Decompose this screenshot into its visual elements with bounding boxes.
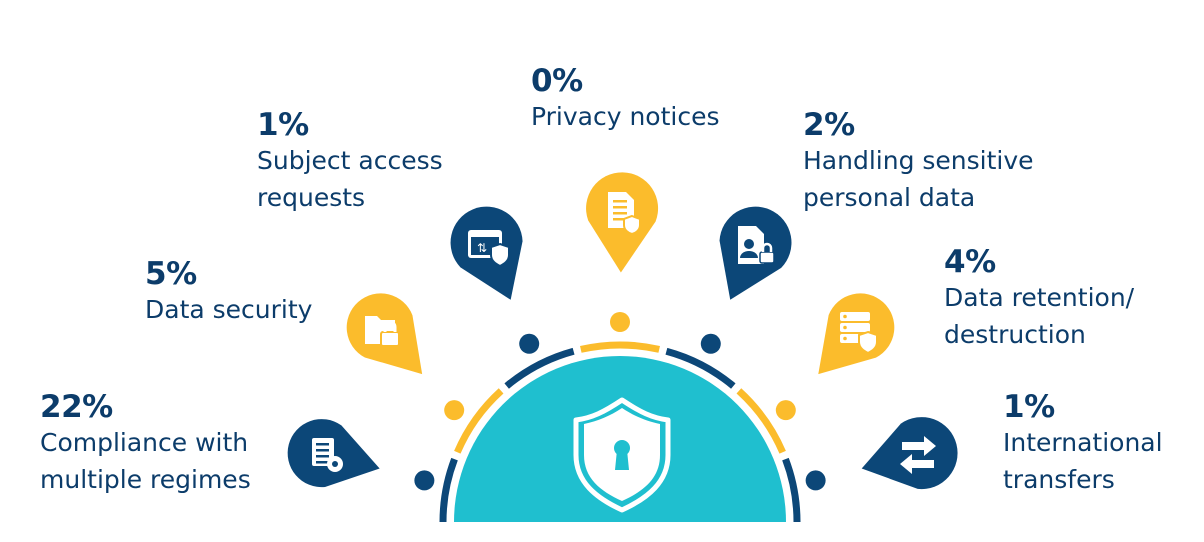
pin-subject-access: ⇅ xyxy=(450,206,523,300)
arc-segment-retention xyxy=(736,388,786,454)
pin-sensitive-data xyxy=(719,206,792,300)
pin-privacy-notices xyxy=(586,172,659,273)
shield-outline xyxy=(573,397,671,513)
text-sensitive-data: Handling sensitive personal data xyxy=(803,146,1034,212)
text-privacy-notices: Privacy notices xyxy=(531,102,720,131)
arc-segment-compliance xyxy=(439,457,458,523)
connector-dot-transfers xyxy=(805,470,826,491)
connector-dot-data-security xyxy=(444,400,465,421)
percent-sensitive-data: 2% xyxy=(803,107,855,143)
arc-segment-subject-access xyxy=(504,347,575,389)
percent-subject-access: 1% xyxy=(257,107,309,143)
pin-shape xyxy=(861,417,958,490)
server-shield-icon xyxy=(840,312,878,355)
label-privacy-notices: 0% Privacy notices xyxy=(531,64,720,135)
arc-segment-data-security xyxy=(454,388,504,454)
text-data-security: Data security xyxy=(145,295,313,324)
percent-retention: 4% xyxy=(944,244,996,280)
connector-dot-subject-access xyxy=(519,333,540,354)
percent-data-security: 5% xyxy=(145,256,197,292)
exchange-arrows-icon xyxy=(900,436,936,474)
arc-segment-sensitive-data xyxy=(665,347,736,389)
pin-transfers xyxy=(861,417,958,490)
browser-transfer-shield-icon: ⇅ xyxy=(468,230,510,268)
text-subject-access: Subject access requests xyxy=(257,146,443,212)
arc-segment-transfers xyxy=(782,457,801,523)
outer-arc xyxy=(439,341,801,523)
shield-keyhole-icon xyxy=(573,397,671,513)
text-transfers: International transfers xyxy=(1003,428,1163,494)
keyhole-stem xyxy=(615,450,629,470)
text-retention: Data retention/ destruction xyxy=(944,283,1135,349)
pin-data-security xyxy=(346,293,423,375)
pin-compliance xyxy=(287,419,380,488)
label-data-security: 5% Data security xyxy=(145,257,312,328)
connector-dot-retention xyxy=(775,400,796,421)
arc-segment-privacy-notices xyxy=(580,341,660,353)
connector-dot-compliance xyxy=(414,470,435,491)
checklist-gear-icon xyxy=(312,438,343,472)
percent-compliance: 22% xyxy=(40,389,113,425)
connector-dot-sensitive-data xyxy=(700,333,721,354)
document-shield-icon xyxy=(608,192,641,236)
percent-transfers: 1% xyxy=(1003,389,1055,425)
pin-shape xyxy=(818,293,895,375)
label-subject-access: 1% Subject access requests xyxy=(257,108,443,216)
profile-lock-icon xyxy=(738,226,775,264)
label-sensitive-data: 2% Handling sensitive personal data xyxy=(803,108,1034,216)
percent-privacy-notices: 0% xyxy=(531,63,583,99)
folder-lock-icon xyxy=(365,316,400,347)
text-compliance: Compliance with multiple regimes xyxy=(40,428,251,494)
label-retention: 4% Data retention/ destruction xyxy=(944,245,1134,353)
svg-text:⇅: ⇅ xyxy=(477,241,487,255)
label-transfers: 1% International transfers xyxy=(1003,390,1163,498)
label-compliance: 22% Compliance with multiple regimes xyxy=(40,390,251,498)
connector-dot-privacy-notices xyxy=(610,312,630,332)
pin-retention xyxy=(818,293,895,375)
